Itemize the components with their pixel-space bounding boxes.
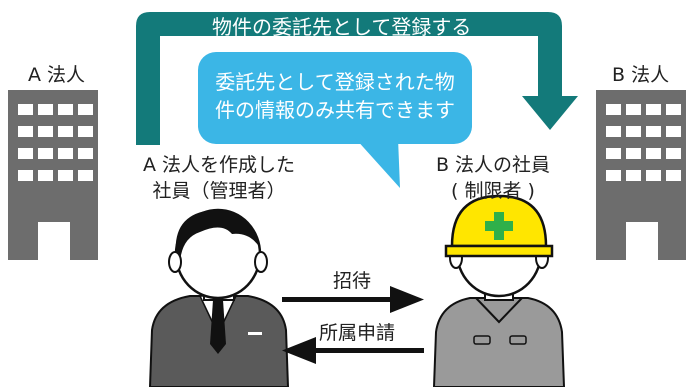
speech-bubble: [198, 52, 472, 188]
invite-label: 招待: [332, 270, 371, 292]
speech-bubble-line2: 件の情報のみ共有できます: [215, 98, 455, 122]
worker-label-line1: B 法人の社員: [435, 154, 551, 176]
request-arrow: [282, 337, 424, 364]
speech-bubble-line1: 委託先として登録された物: [215, 70, 455, 94]
building-b-icon: [596, 90, 686, 260]
building-a-icon: [8, 90, 98, 260]
request-label: 所属申請: [318, 322, 395, 344]
register-arrow: [136, 12, 578, 145]
company-a-label: A 法人: [28, 64, 86, 86]
register-arrow-label: 物件の委託先として登録する: [212, 15, 472, 39]
manager-person-icon: [148, 208, 290, 387]
company-b-label: B 法人: [612, 64, 670, 86]
worker-label-line2: ( 制限者 ): [451, 180, 535, 202]
manager-label-line1: A 法人を作成した: [142, 154, 296, 176]
invite-arrow: [282, 286, 424, 313]
manager-label-line2: 社員（管理者）: [152, 180, 286, 202]
worker-person-icon: [432, 194, 566, 387]
